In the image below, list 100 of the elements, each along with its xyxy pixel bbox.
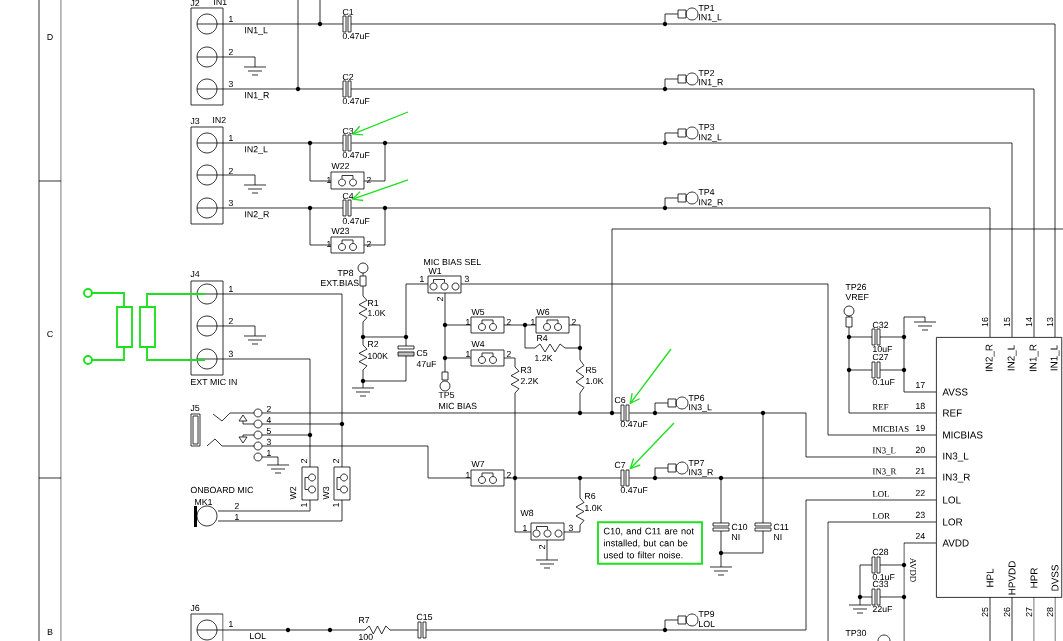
pin-number: 2 — [506, 318, 511, 326]
signal-label: EXT.BIAS — [321, 279, 359, 287]
signal-label: IN2 — [213, 116, 226, 124]
pin-number: 1 — [523, 524, 527, 531]
signal-label: IN1_L — [245, 27, 268, 35]
signal-label: MIC BIAS — [439, 402, 477, 410]
pin-number: 1 — [332, 502, 340, 507]
designator: C3 — [342, 127, 354, 135]
arrow — [629, 422, 675, 470]
net-label: LOR — [872, 513, 890, 519]
pin-number: 2 — [300, 459, 308, 463]
pin-number: 2 — [228, 48, 233, 56]
pin-number: 22 — [915, 489, 925, 497]
pin-number: 3 — [228, 199, 233, 207]
designator: C6 — [614, 396, 626, 404]
signal-label: VREF — [845, 293, 869, 300]
designator: C10 — [731, 523, 748, 531]
pin-number: 4 — [266, 416, 272, 423]
designator: TP9 — [698, 610, 715, 618]
designator: C4 — [342, 192, 354, 200]
signal-label: IN1_R — [699, 79, 723, 87]
zone-letter: D — [47, 33, 53, 40]
pin-number: 2 — [228, 317, 233, 325]
title-label: MIC BIAS SEL — [424, 258, 481, 266]
pin-number: 1 — [531, 318, 535, 325]
capacitor-symbol — [620, 404, 630, 422]
net-label: IN3_L — [872, 447, 896, 455]
designator: W1 — [428, 267, 442, 274]
value-label: 0.47uF — [342, 97, 370, 105]
pin-number: 2 — [366, 176, 371, 184]
pin-number: 1 — [420, 275, 424, 282]
designator: W6 — [536, 308, 550, 316]
pin-number: 3 — [228, 350, 233, 358]
pin-number: 14 — [1025, 317, 1033, 327]
value-label: 100K — [368, 352, 388, 360]
signal-label: IN3_R — [689, 469, 713, 477]
pin-number: 1 — [466, 471, 470, 478]
value-label: 0.1uF — [872, 378, 895, 386]
capacitor-symbol — [620, 469, 630, 487]
designator: C5 — [416, 349, 428, 357]
designator: R6 — [585, 492, 596, 500]
pin-number: 1 — [229, 134, 233, 141]
pin-number: 2 — [332, 459, 340, 463]
pin-number: 1 — [300, 502, 308, 507]
value-label: 0.47uF — [342, 32, 370, 40]
pin-number: 19 — [916, 424, 925, 432]
pin-number: 2 — [234, 502, 239, 510]
net-label: MICBIAS — [872, 426, 909, 432]
designator: MK1 — [195, 498, 213, 505]
arrow — [351, 179, 409, 202]
designator: W4 — [471, 340, 485, 347]
designator: TP30 — [845, 629, 867, 637]
pin-number: 25 — [981, 607, 989, 617]
designator: W23 — [331, 227, 350, 235]
pin-number: 1 — [267, 449, 271, 456]
designator: C33 — [872, 580, 889, 588]
value-label: 47uF — [416, 360, 437, 368]
value-label: 0.47uF — [342, 151, 370, 159]
value-label: 1.0K — [368, 309, 386, 317]
value-label: 0.47uF — [620, 420, 648, 428]
pin-number: 26 — [1003, 607, 1011, 617]
wire — [351, 207, 991, 338]
wire — [351, 142, 1013, 338]
signal-label: IN2_L — [699, 134, 722, 142]
pin-number: 2 — [538, 545, 546, 549]
wire — [629, 412, 937, 458]
designator: W3 — [322, 486, 330, 500]
pin-number: 2 — [436, 297, 444, 301]
signal-label: LOL — [699, 620, 715, 628]
designator: R2 — [368, 340, 379, 348]
zone-letter: B — [47, 628, 53, 635]
designator: R7 — [359, 616, 370, 623]
designator: W7 — [471, 460, 485, 467]
designator: C7 — [614, 461, 626, 469]
signal-label: IN2_R — [699, 199, 723, 207]
designator: TP7 — [688, 459, 705, 466]
designator: TP26 — [845, 283, 867, 291]
designator: C27 — [872, 353, 889, 361]
signal-label: IN3_L — [689, 404, 712, 412]
pin-number: 2 — [506, 350, 511, 358]
designator: R5 — [586, 366, 597, 374]
designator: TP2 — [698, 69, 715, 77]
pin-number: 1 — [466, 350, 470, 357]
value-label: 100 — [359, 633, 373, 641]
pin-number: 1 — [327, 176, 331, 183]
capacitor-symbol — [342, 134, 352, 152]
pin-number: 20 — [915, 446, 925, 454]
pin-number: 1 — [229, 285, 233, 292]
value-label: 0.1uF — [872, 573, 895, 581]
value-label: NI — [774, 533, 782, 540]
value-label: 0.47uF — [620, 486, 648, 494]
value-label: NI — [732, 533, 740, 540]
pin-number: 3 — [228, 80, 233, 88]
pin-number: 2 — [266, 405, 271, 413]
designator: W2 — [289, 486, 297, 500]
designator: TP3 — [698, 123, 715, 131]
pin-number: 1 — [229, 620, 233, 627]
signal-label: IN1_L — [699, 14, 722, 22]
pin-number: 1 — [327, 240, 331, 247]
pin-number: 3 — [568, 524, 573, 532]
